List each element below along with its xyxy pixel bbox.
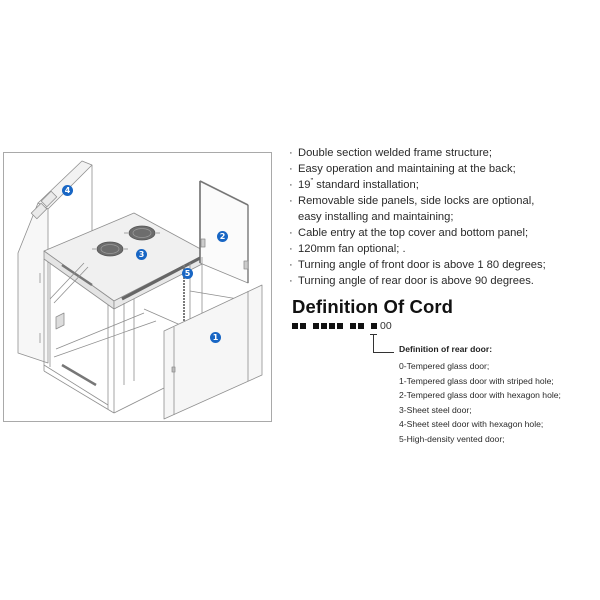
- part-badge-5: 5: [182, 268, 193, 279]
- code-square-icon: [350, 323, 356, 329]
- part-badge-2: 2: [217, 231, 228, 242]
- feature-item: ·Double section welded frame structure;: [289, 147, 493, 159]
- rear-door-option: 1-Tempered glass door with striped hole;: [399, 375, 554, 386]
- part-badge-4: 4: [62, 185, 73, 196]
- code-square-icon: [300, 323, 306, 329]
- code-square-icon: [371, 323, 377, 329]
- feature-item: ·Easy operation and maintaining at the b…: [289, 163, 516, 175]
- feature-item: ·120mm fan optional; .: [289, 243, 406, 255]
- cabinet-illustration: 4 2 3 5 1: [3, 152, 272, 422]
- code-square-icon: [321, 323, 327, 329]
- feature-item: ·Turning angle of rear door is above 90 …: [289, 275, 534, 287]
- code-square-icon: [337, 323, 343, 329]
- rear-door-option: 4-Sheet steel door with hexagon hole;: [399, 419, 544, 430]
- top-cover-drawing: [43, 212, 209, 310]
- feature-item: ·Cable entry at the top cover and bottom…: [289, 227, 529, 239]
- bullet-icon: ·: [289, 179, 293, 191]
- cord-code-pattern: 00: [292, 320, 392, 332]
- rear-door-definition-title: Definition of rear door:: [399, 344, 493, 354]
- part-badge-3: 3: [136, 249, 147, 260]
- bracket-connector-vertical: [373, 334, 374, 352]
- code-square-icon: [313, 323, 319, 329]
- bullet-icon: ·: [289, 243, 293, 255]
- bullet-icon: ·: [289, 259, 293, 271]
- bullet-icon: ·: [289, 195, 293, 207]
- wall-mount-cabinet-drawing: [17, 160, 263, 420]
- rear-door-option: 2-Tempered glass door with hexagon hole;: [399, 390, 561, 401]
- code-square-icon: [292, 323, 298, 329]
- definition-heading: Definition Of Cord: [292, 296, 454, 317]
- code-suffix: 00: [380, 320, 392, 332]
- feature-item: ·Removable side panels, side locks are o…: [289, 195, 535, 207]
- code-square-icon: [329, 323, 335, 329]
- bullet-icon: ·: [289, 147, 293, 159]
- feature-item: ·19” standard installation;: [289, 177, 419, 192]
- bullet-icon: ·: [289, 275, 293, 287]
- rear-door-option: 3-Sheet steel door;: [399, 404, 472, 415]
- part-badge-1: 1: [210, 332, 221, 343]
- bullet-icon: ·: [289, 227, 293, 239]
- side-panel-drawing: [163, 284, 263, 420]
- rear-door-options-list: 0-Tempered glass door; 1-Tempered glass …: [399, 359, 561, 447]
- code-square-icon: [358, 323, 364, 329]
- feature-item: ·Turning angle of front door is above 1 …: [289, 259, 546, 271]
- feature-list: ·Double section welded frame structure; …: [289, 145, 546, 289]
- bullet-icon: ·: [289, 163, 293, 175]
- feature-item-continuation: easy installing and maintaining;: [298, 211, 454, 223]
- bracket-connector-bottom: [373, 352, 394, 353]
- rear-door-option: 0-Tempered glass door;: [399, 361, 490, 371]
- frame-drawing: [43, 259, 195, 414]
- rear-door-option: 5-High-density vented door;: [399, 433, 505, 444]
